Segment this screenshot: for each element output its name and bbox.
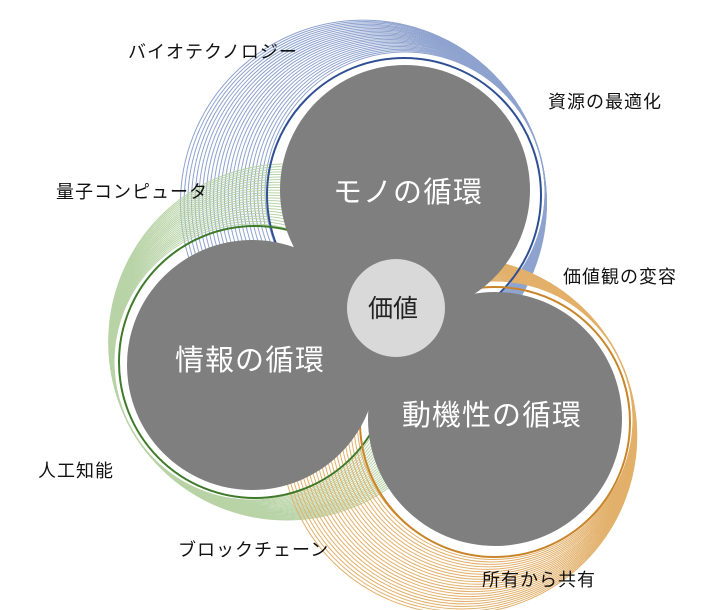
label-information: 情報の循環 (174, 343, 326, 377)
label-motivation: 動機性の循環 (401, 398, 583, 432)
keyword-biotech: バイオテクノロジー (128, 42, 298, 63)
keyword-blockchain: ブロックチェーン (178, 540, 330, 561)
circle-things (280, 65, 530, 315)
keyword-sharing: 所有から共有 (482, 570, 596, 591)
label-core: 価値 (367, 294, 419, 323)
keyword-resource: 資源の最適化 (548, 92, 662, 113)
keyword-ai: 人工知能 (38, 461, 114, 482)
circle-core (347, 259, 445, 357)
label-things: モノの循環 (332, 175, 484, 209)
circle-information (127, 240, 377, 490)
keyword-values-change: 価値観の変容 (563, 267, 677, 288)
keyword-quantum: 量子コンピュータ (56, 182, 208, 203)
